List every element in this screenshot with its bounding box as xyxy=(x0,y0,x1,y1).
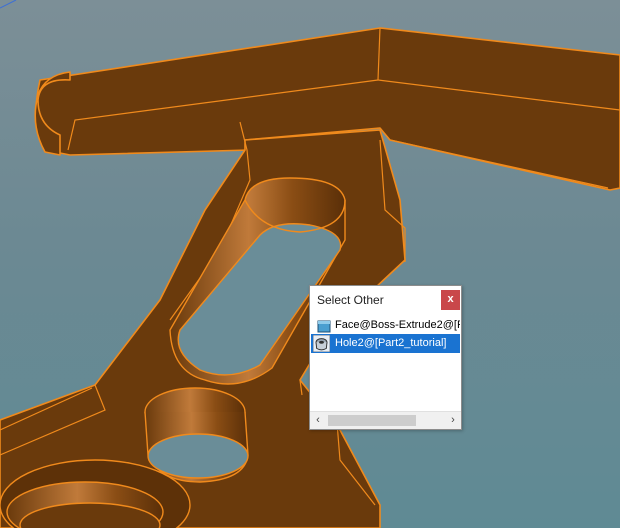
select-other-dialog: Select Other x Face@Boss-Extrude2@[P Hol… xyxy=(309,285,462,430)
slot-hole-bottom xyxy=(177,223,342,376)
horizontal-scrollbar[interactable]: ‹ › xyxy=(310,411,461,429)
list-item-label: Hole2@[Part2_tutorial] xyxy=(335,337,447,349)
arm-round-end xyxy=(34,71,71,156)
scroll-left-arrow-icon[interactable]: ‹ xyxy=(316,414,320,426)
face-icon xyxy=(317,320,331,333)
dialog-titlebar[interactable]: Select Other x xyxy=(310,286,461,313)
close-button[interactable]: x xyxy=(441,290,460,310)
scroll-thumb[interactable] xyxy=(328,415,416,426)
list-item-face[interactable]: Face@Boss-Extrude2@[P xyxy=(311,316,460,335)
dialog-title: Select Other xyxy=(317,293,384,307)
list-item-label: Face@Boss-Extrude2@[P xyxy=(335,319,460,331)
hole-feature-icon xyxy=(313,335,330,352)
list-item-hole[interactable]: Hole2@[Part2_tutorial] xyxy=(311,334,460,353)
scroll-right-arrow-icon[interactable]: › xyxy=(451,414,455,426)
selection-list[interactable]: Face@Boss-Extrude2@[P Hole2@[Part2_tutor… xyxy=(310,314,461,410)
